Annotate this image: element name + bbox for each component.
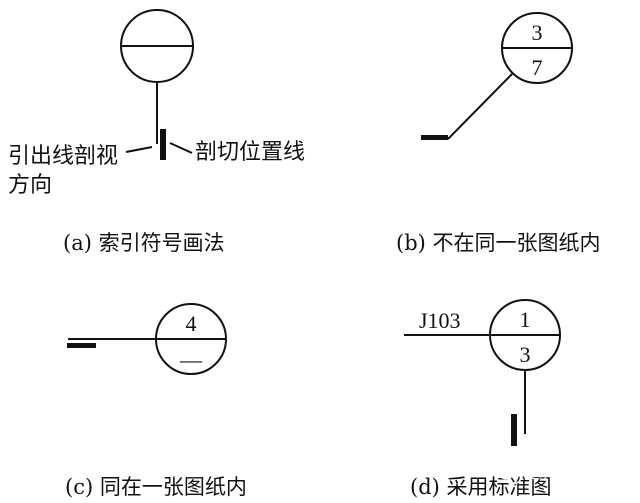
section-direction-label-line1: 引出线剖视 [8, 144, 118, 169]
section-direction-label-line2: 方向 [8, 173, 52, 198]
sheet-number-b: 7 [532, 55, 543, 80]
panel-c: 4 — (c) 同在一张图纸内 [65, 303, 247, 499]
wechat-icon [497, 464, 522, 485]
pointer-left-a [125, 146, 153, 153]
detail-number-d: 1 [520, 307, 531, 332]
section-cut-bar-a [160, 129, 166, 160]
section-cut-bar-d [511, 414, 517, 446]
panel-b: 3 7 (b) 不在同一张图纸内 [396, 12, 601, 255]
same-sheet-mark-c: — [179, 347, 203, 372]
watermark-text: 建筑施工资料 [524, 464, 614, 482]
caption-a: (a) 索引符号画法 [63, 231, 225, 255]
section-cut-bar-c [67, 343, 96, 348]
pointer-right-a [169, 142, 193, 154]
detail-number-c: 4 [186, 311, 197, 336]
page-number-d: 3 [520, 342, 531, 367]
panel-a: 引出线剖视 方向 剖切位置线 (a) 索引符号画法 [8, 9, 305, 255]
standard-atlas-code: J103 [419, 308, 461, 333]
section-cut-bar-b [421, 135, 448, 140]
caption-b: (b) 不在同一张图纸内 [396, 231, 601, 255]
leader-line-b [447, 73, 513, 140]
cut-position-label: 剖切位置线 [195, 140, 305, 165]
watermark: 建筑施工资料 [497, 464, 614, 485]
panel-d: 1 3 J103 (d) 采用标准图 [404, 299, 561, 499]
caption-d: (d) 采用标准图 [410, 475, 552, 499]
detail-number-b: 3 [532, 20, 543, 45]
caption-c: (c) 同在一张图纸内 [65, 475, 247, 499]
